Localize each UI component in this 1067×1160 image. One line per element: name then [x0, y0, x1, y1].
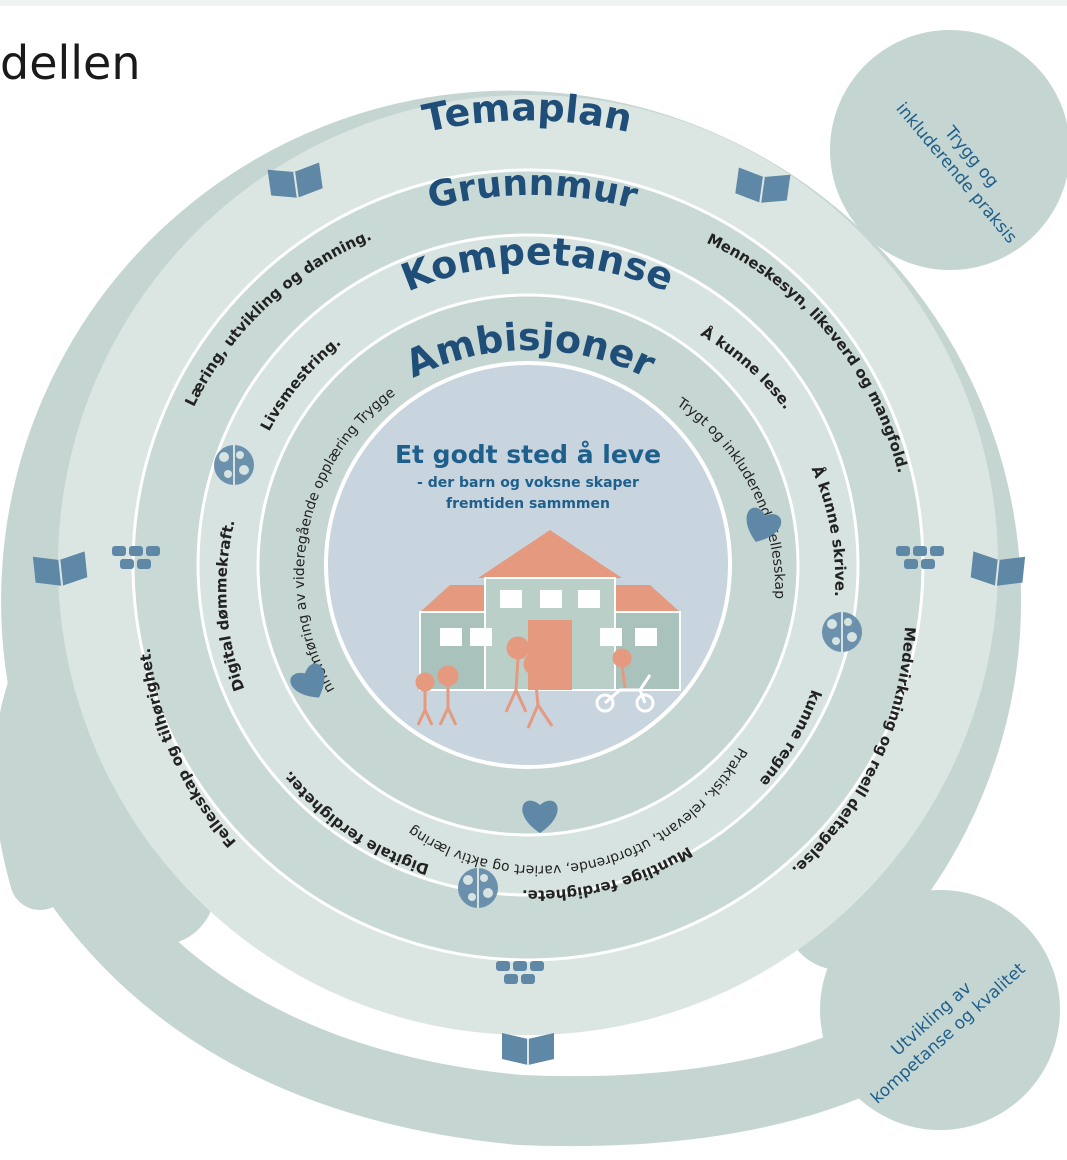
bricks-icon	[896, 546, 944, 569]
book-icon	[267, 162, 323, 198]
heart-icon	[522, 800, 558, 833]
bricks-icon	[496, 961, 544, 984]
children-icon	[415, 636, 554, 729]
book-icon	[735, 167, 791, 203]
top-strip	[0, 0, 1067, 6]
brain-icon	[214, 445, 254, 485]
center-subtitle-line1: - der barn og voksne skaper	[417, 475, 639, 491]
scooter-icon	[595, 648, 655, 713]
bottom-band	[25, 820, 935, 1147]
heart-icon	[746, 507, 782, 542]
brain-icon	[822, 612, 862, 652]
book-icon	[970, 551, 1026, 586]
book-icon	[502, 1033, 554, 1065]
top-right-bubble	[830, 30, 1067, 270]
heart-icon	[290, 663, 325, 698]
page-title: dellen	[0, 36, 141, 90]
book-icon	[32, 551, 88, 586]
school-house-icon	[419, 530, 681, 691]
bricks-icon	[112, 546, 160, 569]
brain-icon	[458, 868, 498, 908]
center-title: Et godt sted å leve	[395, 440, 661, 469]
center-subtitle-line2: fremtiden sammmen	[446, 496, 610, 512]
